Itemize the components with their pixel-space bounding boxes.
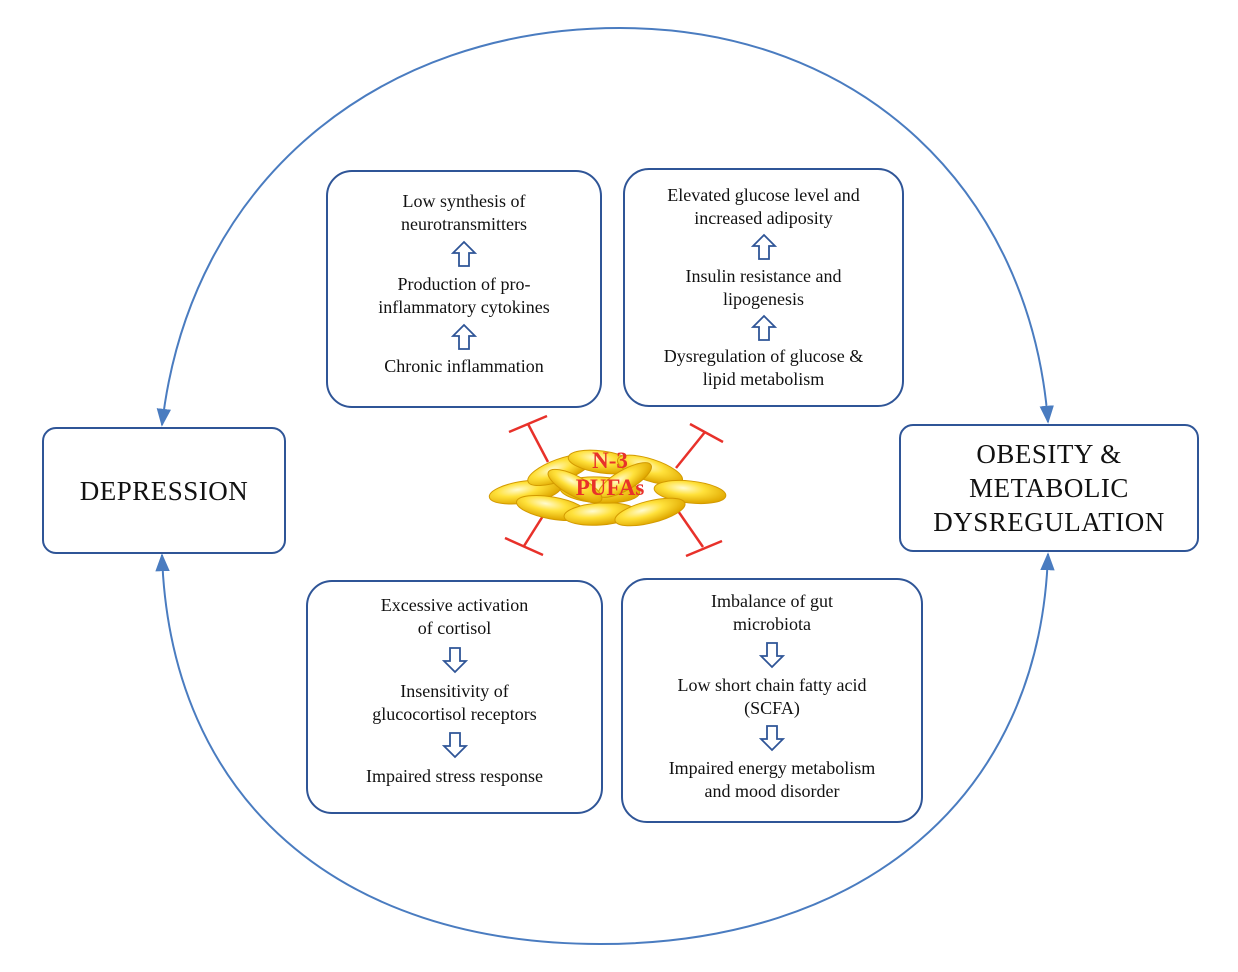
cycle-arc-top-right xyxy=(619,27,1054,424)
fish-oil-capsules-icon xyxy=(488,449,727,527)
obesity-label: OBESITY & METABOLIC DYSREGULATION xyxy=(933,437,1165,539)
down-arrow-icon xyxy=(441,646,468,674)
down-arrow-icon xyxy=(759,641,785,669)
cycle-arc-top-left xyxy=(156,27,621,427)
obesity-box: OBESITY & METABOLIC DYSREGULATION xyxy=(899,424,1199,552)
n3-pufas-label: N-3 PUFAs xyxy=(540,447,680,501)
cycle-arc-bottom-right xyxy=(599,552,1055,945)
depression-label: DEPRESSION xyxy=(79,475,249,506)
pathway-step: Dysregulation of glucose &lipid metaboli… xyxy=(663,346,864,389)
obesity-label-line: OBESITY & xyxy=(976,439,1122,469)
pathway-step: Impaired stress response xyxy=(366,766,543,786)
down-arrow-icon xyxy=(759,725,785,752)
up-arrow-icon xyxy=(750,233,777,261)
pathway-step: Low short chain fatty acid(SCFA) xyxy=(677,674,867,718)
up-arrow-icon xyxy=(451,323,477,350)
depression-box: DEPRESSION xyxy=(42,427,286,554)
up-arrow-icon xyxy=(451,240,477,268)
pufas-label-line: PUFAs xyxy=(575,475,645,500)
pathway-step: Chronic inflammation xyxy=(384,356,544,376)
down-arrow-icon xyxy=(441,732,468,759)
up-arrow-icon xyxy=(750,314,777,341)
obesity-label-line: DYSREGULATION xyxy=(933,507,1165,537)
inhibition-lines xyxy=(504,414,724,558)
obesity-label-line: METABOLIC xyxy=(969,473,1129,503)
n3-label-line: N-3 xyxy=(592,448,628,473)
pathway-step: Production of pro-inflammatory cytokines xyxy=(378,273,550,317)
cycle-arc-bottom-left xyxy=(155,553,601,945)
